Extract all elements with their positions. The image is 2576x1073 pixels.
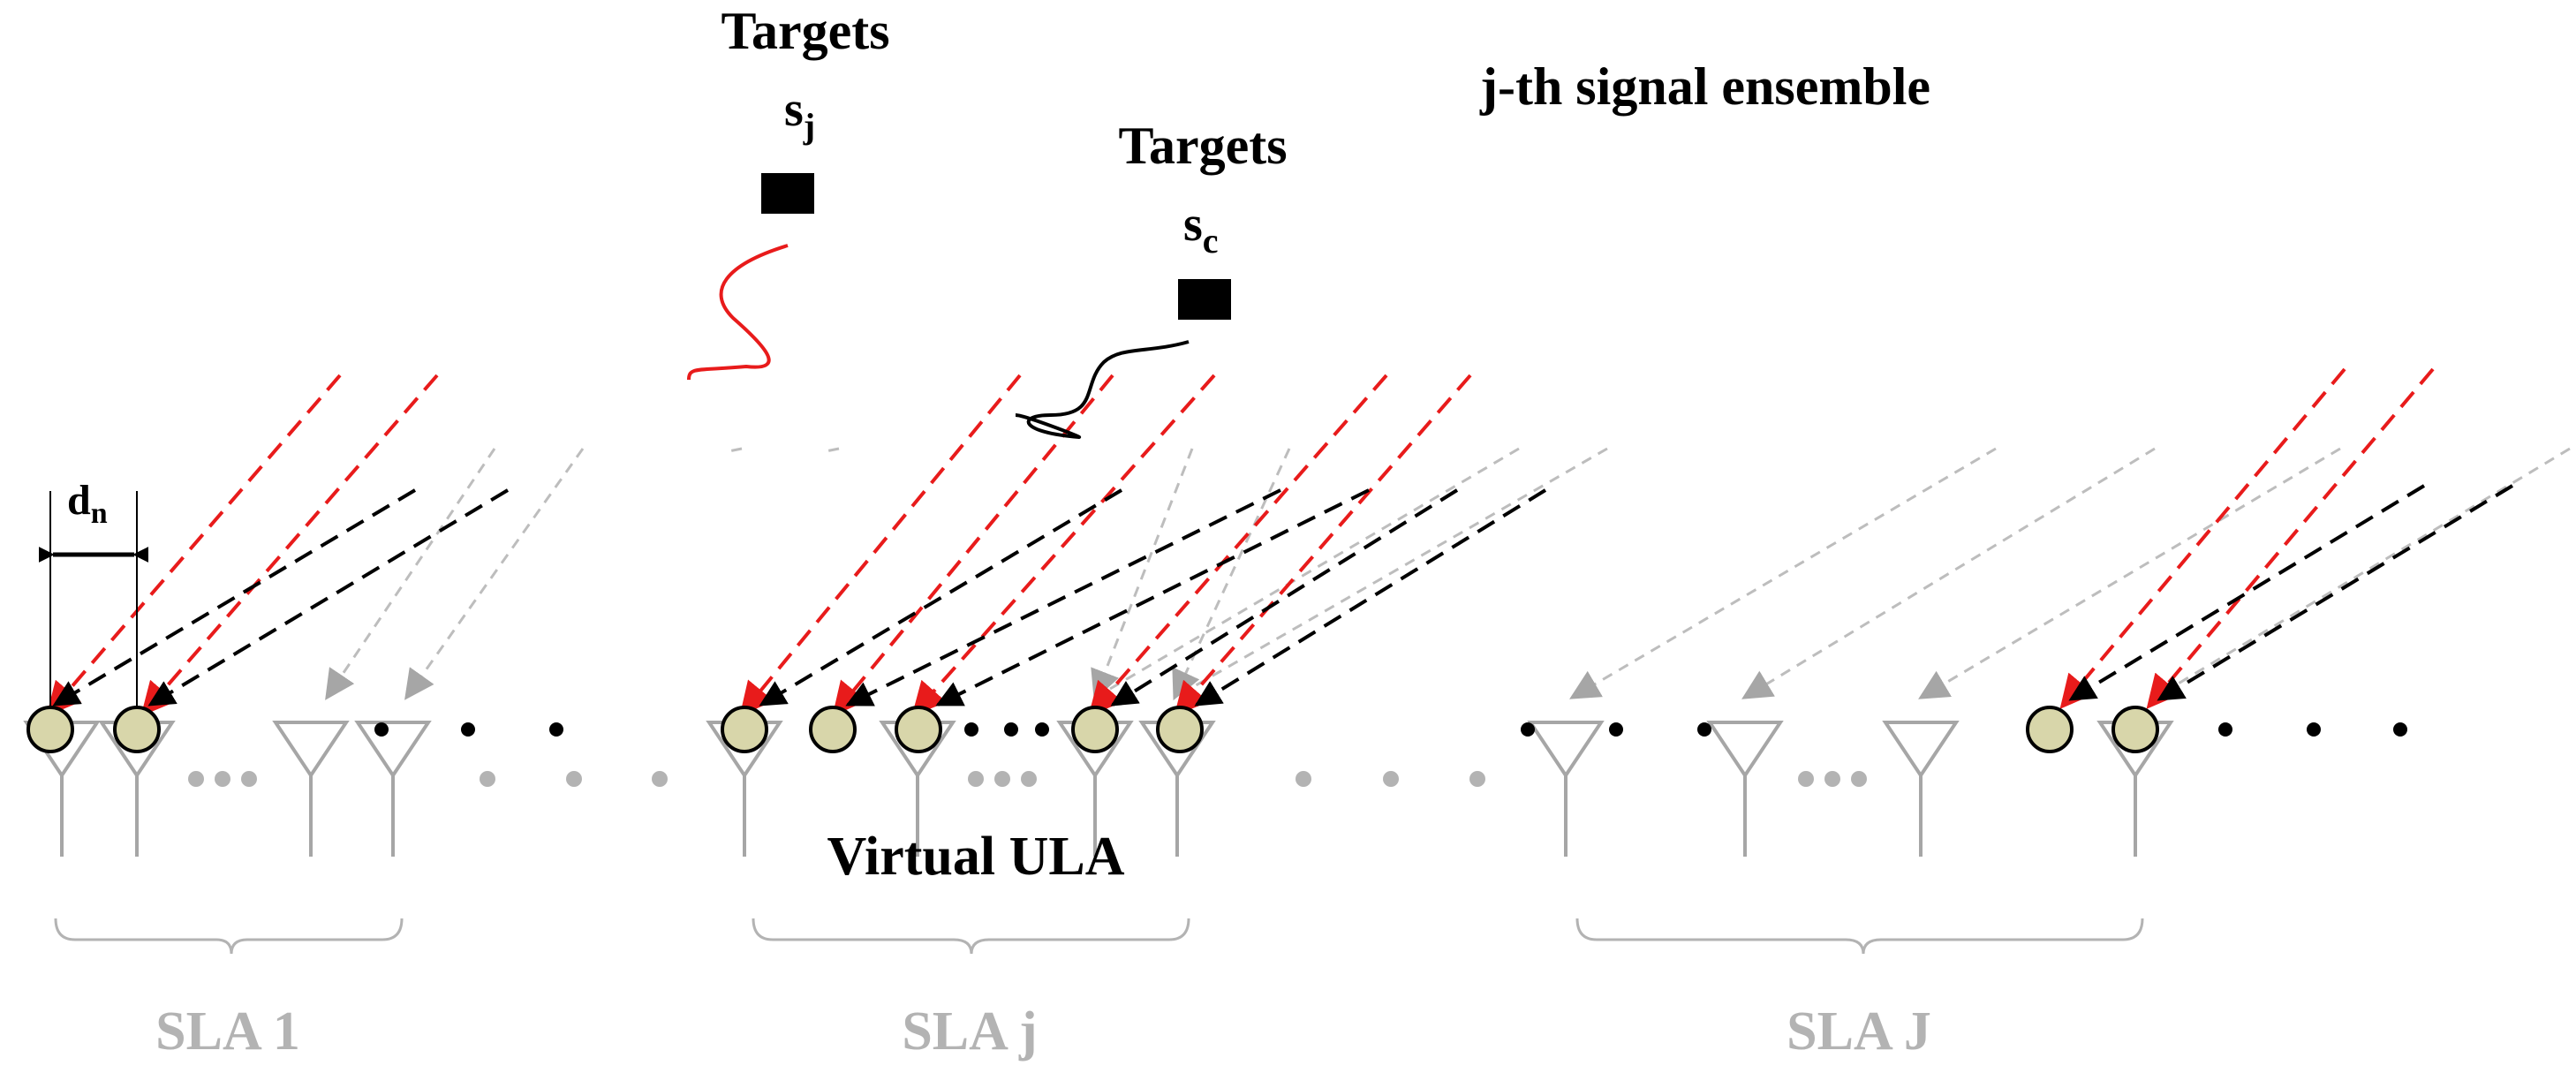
svg-text:dn: dn [67, 477, 108, 530]
antenna-icon [354, 721, 432, 857]
targets-sc-title: Targets [1118, 117, 1287, 175]
virtual-element-circle-icon [1071, 706, 1119, 753]
virtual-element-circle-icon [809, 706, 857, 753]
target-square-icon [761, 173, 814, 214]
virtual-element-circle-icon [26, 706, 74, 753]
signal-wave-sj [687, 244, 789, 381]
signal-lines-sc [52, 484, 2514, 707]
sla-braces [54, 918, 2144, 955]
signal-wave-sc [1015, 340, 1190, 440]
virtual-element-circle-icon [2026, 706, 2074, 753]
sj-label: s [784, 82, 804, 137]
sc-label: s [1183, 197, 1203, 252]
signal-lines-sj [46, 367, 2435, 716]
continuation-dots [374, 722, 2407, 737]
faded-signal-lines [325, 447, 2571, 701]
virtual-element-circle-icon [1156, 706, 1204, 753]
dn-subscript: n [91, 497, 108, 530]
element-spacing-dimension: dn [38, 477, 149, 707]
sc-subscript: c [1203, 221, 1219, 261]
slaj-brace [752, 918, 1190, 955]
targets-sj-title: Targets [721, 2, 889, 60]
antenna-icon [1527, 721, 1605, 857]
virtual-element-circle-icon [721, 706, 768, 753]
gray-continuation-dots [188, 771, 1867, 787]
dn-label: d [67, 477, 91, 524]
virtual-element-circle-icon [895, 706, 942, 753]
svg-text:sc: sc [1183, 197, 1219, 261]
antenna-icon [1882, 721, 1960, 857]
sla1-label: SLA 1 [155, 1001, 300, 1062]
slaJ-label: SLA J [1787, 1001, 1931, 1062]
virtual-ula-label: Virtual ULA [827, 827, 1125, 887]
virtual-ula-elements [26, 706, 2159, 753]
virtual-element-circle-icon [113, 706, 161, 753]
virtual-element-circle-icon [2111, 706, 2159, 753]
antenna-icon [272, 721, 350, 857]
svg-text:sj: sj [784, 82, 815, 146]
target-square-icon [1178, 279, 1231, 320]
slaj-label: SLA j [902, 1001, 1037, 1062]
slaJ-brace [1575, 918, 2144, 955]
ensemble-label: j-th signal ensemble [1479, 57, 1930, 116]
sla1-brace [54, 918, 404, 955]
antenna-icon [1706, 721, 1784, 857]
sj-subscript: j [803, 106, 815, 146]
